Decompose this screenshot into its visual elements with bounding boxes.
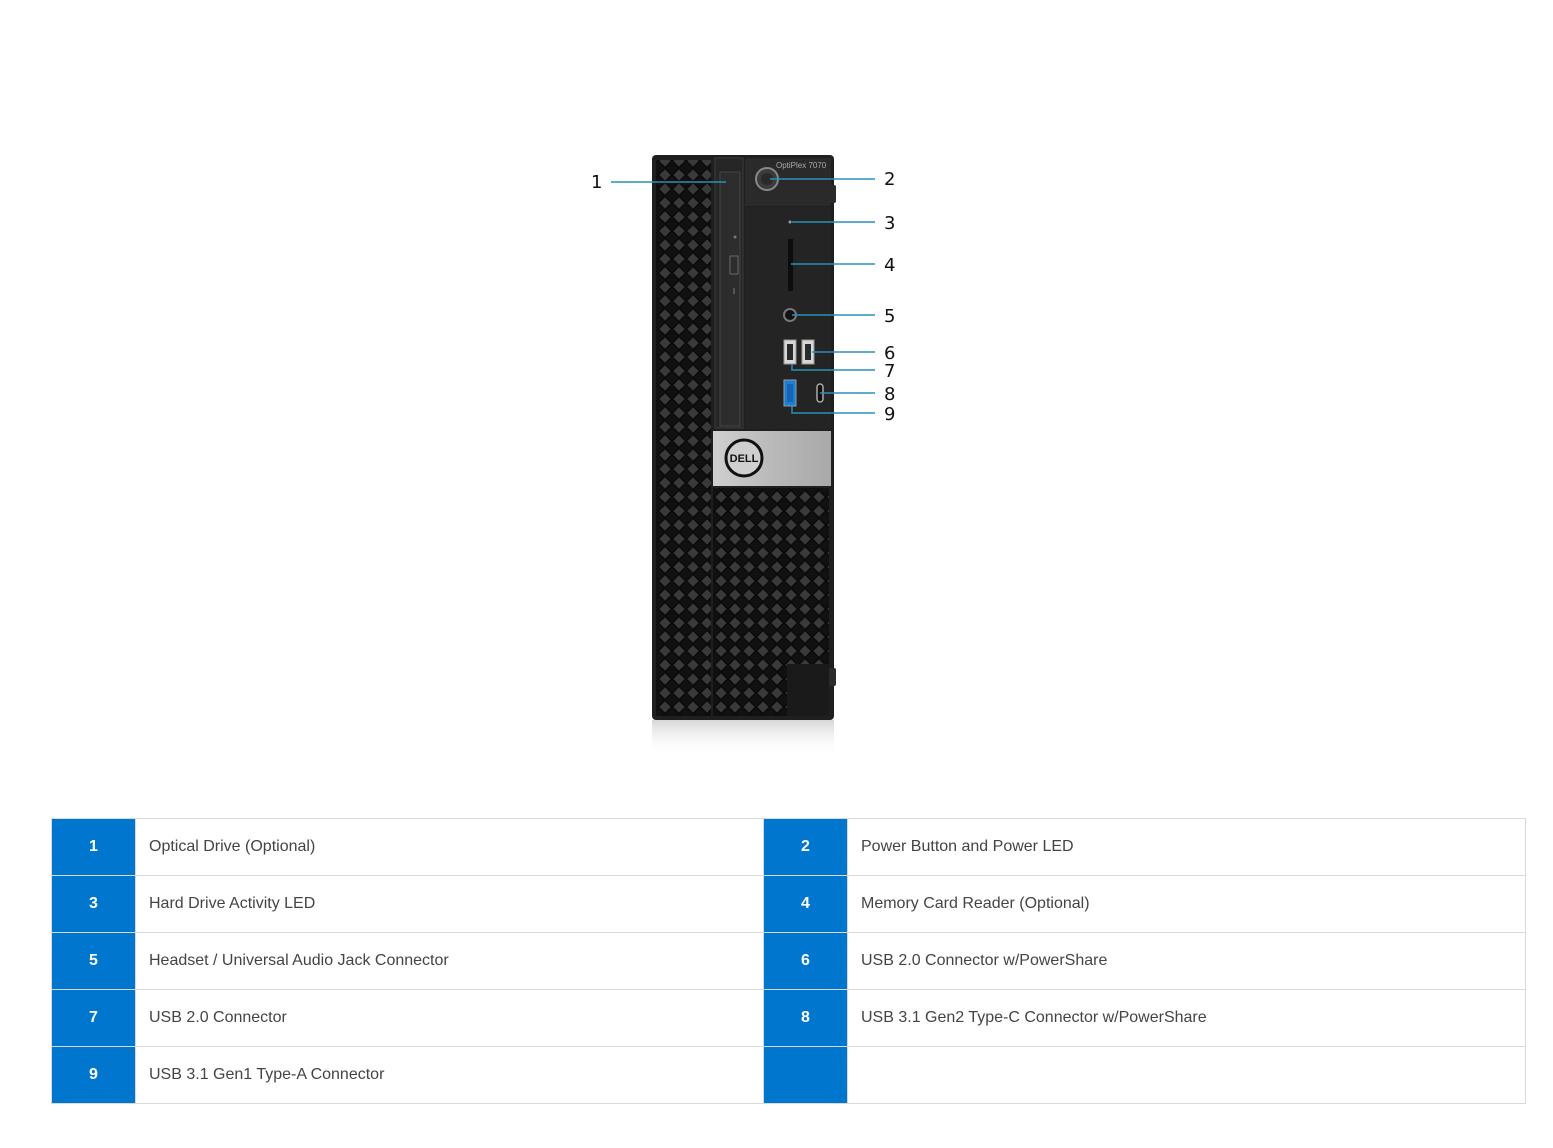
legend-number: 8 bbox=[763, 989, 848, 1047]
dell-logo bbox=[724, 438, 764, 478]
model-label: OptiPlex 7070 bbox=[776, 161, 827, 170]
legend-number-empty bbox=[763, 1046, 848, 1104]
legend-number: 5 bbox=[51, 932, 136, 990]
callout-lines bbox=[611, 178, 875, 414]
legend-label: USB 2.0 Connector w/PowerShare bbox=[847, 932, 1526, 990]
io-panel: OptiPlex 7070 bbox=[745, 158, 831, 429]
legend-label: Hard Drive Activity LED bbox=[135, 875, 764, 933]
legend-number: 2 bbox=[763, 818, 848, 876]
callout-1: 1 bbox=[591, 172, 602, 193]
legend-label: USB 2.0 Connector bbox=[135, 989, 764, 1047]
callout-5: 5 bbox=[884, 306, 895, 327]
legend-label: Memory Card Reader (Optional) bbox=[847, 875, 1526, 933]
legend-label-empty bbox=[847, 1046, 1526, 1104]
legend-number: 1 bbox=[51, 818, 136, 876]
bottom-corner-block bbox=[787, 664, 829, 716]
legend-label: USB 3.1 Gen1 Type-A Connector bbox=[135, 1046, 764, 1104]
callout-7: 7 bbox=[884, 361, 895, 382]
callout-3: 3 bbox=[884, 213, 895, 234]
legend-number: 4 bbox=[763, 875, 848, 933]
hdd-led-icon bbox=[788, 220, 792, 224]
legend-number: 6 bbox=[763, 932, 848, 990]
legend-label: Optical Drive (Optional) bbox=[135, 818, 764, 876]
dell-logo-text: DELL bbox=[730, 453, 759, 465]
table-row: 9 USB 3.1 Gen1 Type-A Connector bbox=[51, 1046, 1526, 1104]
callout-8: 8 bbox=[884, 384, 895, 405]
callout-9: 9 bbox=[884, 404, 895, 425]
legend-label: Headset / Universal Audio Jack Connector bbox=[135, 932, 764, 990]
legend-number: 9 bbox=[51, 1046, 136, 1104]
table-row: 7 USB 2.0 Connector 8 USB 3.1 Gen2 Type-… bbox=[51, 989, 1526, 1047]
legend-label: Power Button and Power LED bbox=[847, 818, 1526, 876]
callout-2: 2 bbox=[884, 169, 895, 190]
card-reader-slot[interactable] bbox=[788, 239, 793, 291]
legend-number: 3 bbox=[51, 875, 136, 933]
front-mesh-left bbox=[656, 160, 711, 716]
table-row: 5 Headset / Universal Audio Jack Connect… bbox=[51, 932, 1526, 990]
legend-table: 1 Optical Drive (Optional) 2 Power Butto… bbox=[51, 818, 1526, 1104]
legend-number: 7 bbox=[51, 989, 136, 1047]
table-row: 1 Optical Drive (Optional) 2 Power Butto… bbox=[51, 818, 1526, 876]
table-row: 3 Hard Drive Activity LED 4 Memory Card … bbox=[51, 875, 1526, 933]
callout-6: 6 bbox=[884, 343, 895, 364]
optical-drive bbox=[714, 157, 744, 429]
callout-4: 4 bbox=[884, 255, 895, 276]
chassis-reflection bbox=[652, 720, 834, 756]
logo-band: DELL bbox=[713, 431, 831, 486]
legend-label: USB 3.1 Gen2 Type-C Connector w/PowerSha… bbox=[847, 989, 1526, 1047]
computer-front-illustration: OptiPlex 7070 DELL 1 2 3 4 5 6 7 8 9 bbox=[591, 155, 895, 756]
